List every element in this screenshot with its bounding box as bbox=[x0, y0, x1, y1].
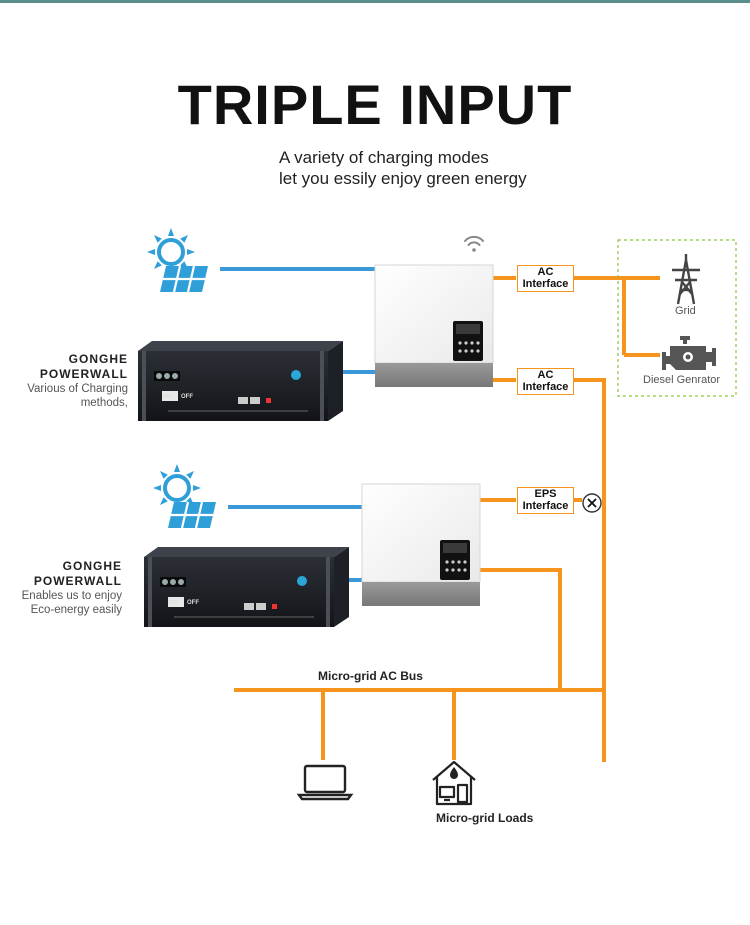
battery-1-on-label: ON bbox=[162, 394, 171, 400]
disconnect-x-icon bbox=[582, 493, 602, 513]
system-1-product: POWERWALL bbox=[39, 367, 128, 381]
ac-interface-bottom-line-2: Interface bbox=[522, 380, 569, 393]
laptop-icon bbox=[296, 764, 354, 801]
subtitle-line-2: let you essily enjoy green energy bbox=[279, 169, 527, 188]
wifi-icon bbox=[464, 235, 484, 252]
system-2-label: GONGHE POWERWALL Enables us to enjoy Eco… bbox=[8, 559, 122, 617]
ac-interface-top: AC Interface bbox=[517, 265, 574, 292]
grid-label: Grid bbox=[675, 305, 696, 317]
battery-2-off-label: OFF bbox=[187, 600, 199, 606]
sources-box bbox=[617, 239, 737, 397]
ac-interface-top-line-1: AC bbox=[537, 266, 554, 278]
house-load-icon bbox=[432, 760, 476, 806]
diesel-engine-icon bbox=[662, 336, 716, 370]
ac-interface-bottom: AC Interface bbox=[517, 368, 574, 395]
subtitle: A variety of charging modes let you essi… bbox=[279, 147, 527, 189]
ac-interface-bottom-line-1: AC bbox=[537, 369, 554, 381]
system-2-brand: GONGHE bbox=[62, 559, 122, 573]
ac-interface-top-line-2: Interface bbox=[522, 277, 569, 290]
inverter-2 bbox=[361, 483, 481, 607]
battery-1-off-label: OFF bbox=[181, 394, 193, 400]
page-title: TRIPLE INPUT bbox=[177, 73, 573, 136]
grid-tower-icon bbox=[672, 254, 700, 305]
battery-2-on-label: ON bbox=[168, 600, 177, 606]
system-1-desc-1: Various of Charging bbox=[27, 383, 128, 395]
micro-grid-bus-label: Micro-grid AC Bus bbox=[318, 669, 423, 683]
system-1-brand: GONGHE bbox=[68, 352, 128, 366]
top-rule bbox=[0, 0, 750, 3]
dc-connections bbox=[220, 267, 376, 582]
ac-line-inverter2-out bbox=[480, 568, 562, 690]
battery-unit-1 bbox=[137, 340, 344, 422]
ac-line-main-riser bbox=[574, 378, 606, 762]
micro-grid-loads-label: Micro-grid Loads bbox=[436, 811, 534, 825]
system-1-desc-2: methods, bbox=[80, 397, 128, 409]
diesel-label: Diesel Genrator bbox=[643, 374, 721, 386]
inverter-1 bbox=[374, 264, 494, 388]
system-1-label: GONGHE POWERWALL Various of Charging met… bbox=[10, 352, 128, 410]
eps-interface-line-1: EPS bbox=[534, 488, 557, 500]
system-2-desc-1: Enables us to enjoy bbox=[21, 590, 122, 602]
ac-connections bbox=[234, 276, 660, 762]
system-2-product: POWERWALL bbox=[33, 574, 122, 588]
subtitle-line-1: A variety of charging modes bbox=[279, 148, 489, 167]
eps-interface: EPS Interface bbox=[517, 487, 574, 514]
solar-panel-icon-2 bbox=[166, 500, 218, 530]
battery-unit-2 bbox=[143, 546, 350, 628]
solar-panel-icon bbox=[158, 264, 210, 294]
eps-interface-line-2: Interface bbox=[522, 499, 569, 512]
system-2-desc-2: Eco-energy easily bbox=[30, 604, 122, 616]
